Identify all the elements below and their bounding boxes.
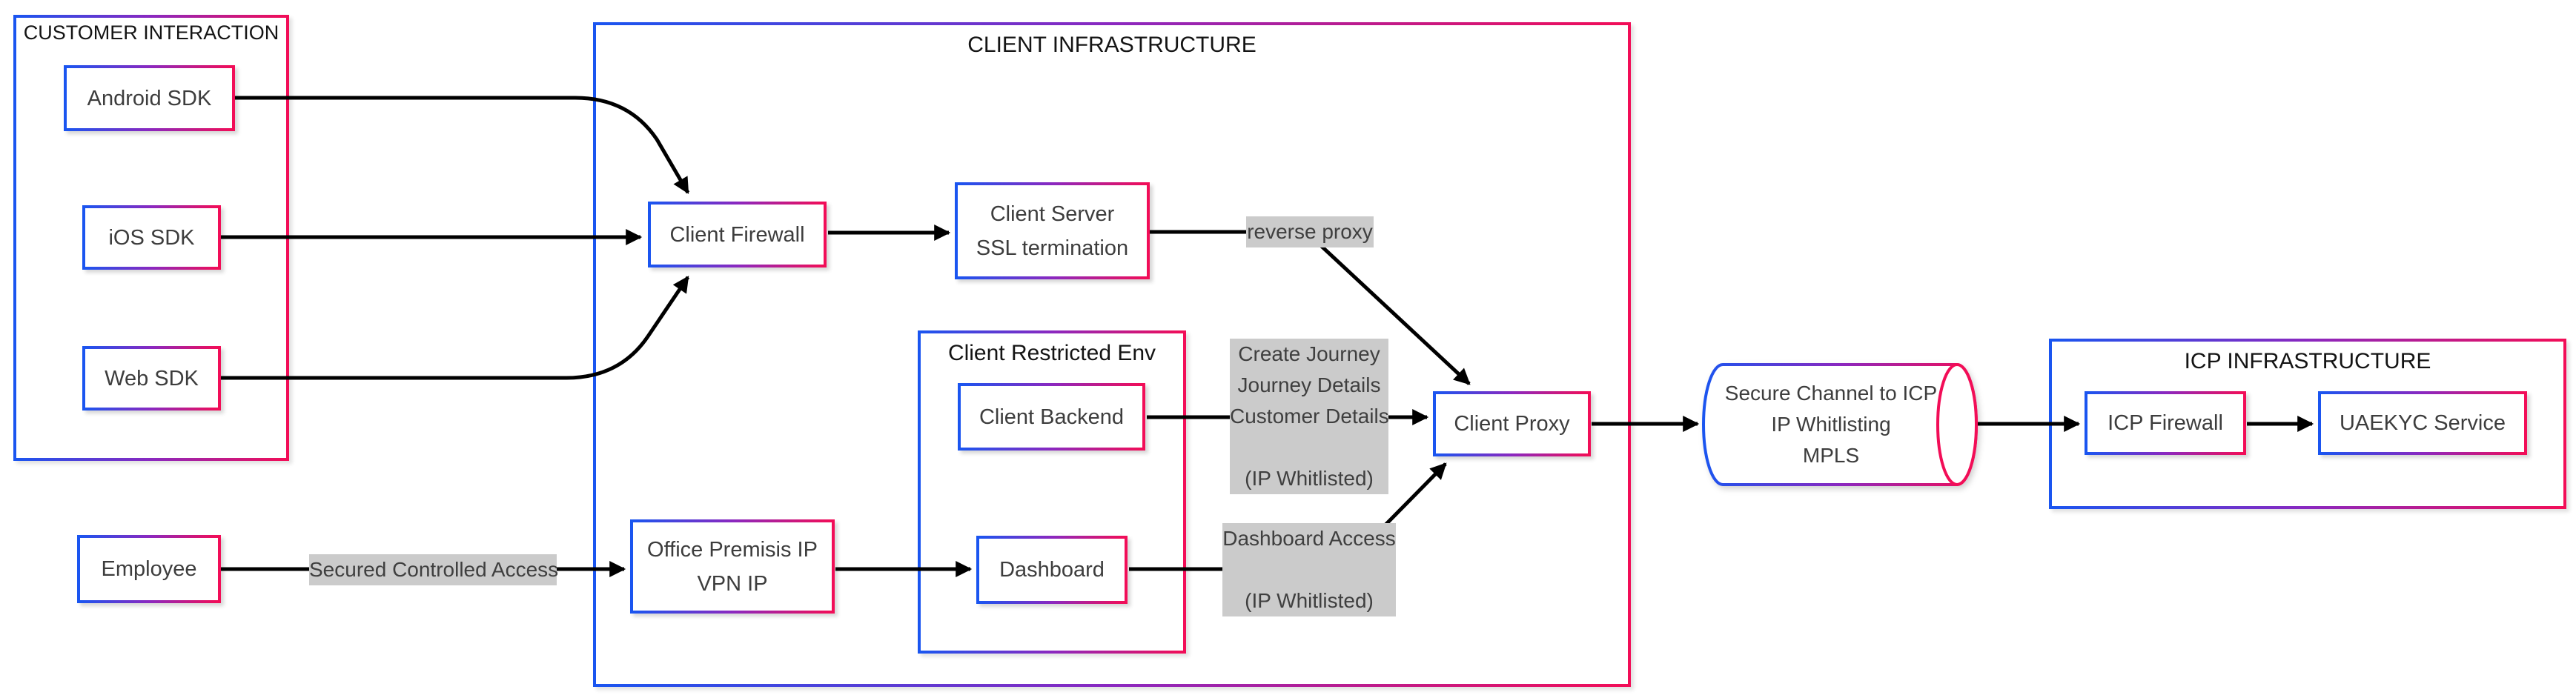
node-dashboard: Dashboard bbox=[976, 536, 1128, 604]
reverse-proxy-label: reverse proxy bbox=[1246, 216, 1374, 247]
node-label: Client Firewall bbox=[669, 222, 805, 247]
icp-infrastructure-title: ICP INFRASTRUCTURE bbox=[2184, 349, 2431, 373]
node-label: Dashboard bbox=[999, 558, 1105, 582]
customer-interaction-title: CUSTOMER INTERACTION bbox=[23, 21, 279, 44]
node-android-sdk: Android SDK bbox=[64, 65, 235, 131]
secure-channel-text: Secure Channel to ICP IP Whitlisting MPL… bbox=[1712, 378, 1950, 471]
dashboard-access-label: Dashboard Access (IP Whitlisted) bbox=[1222, 523, 1396, 616]
edge-web-to-firewall bbox=[221, 276, 690, 380]
create-journey-row: Journey Details bbox=[1237, 373, 1381, 396]
secure-channel-cylinder bbox=[1702, 363, 1978, 486]
node-client-backend: Client Backend bbox=[958, 383, 1145, 451]
client-infrastructure-title: CLIENT INFRASTRUCTURE bbox=[967, 33, 1256, 57]
cylinder-end-cap bbox=[1936, 363, 1978, 486]
node-ios-sdk: iOS SDK bbox=[82, 205, 221, 270]
secured-controlled-access-label: Secured Controlled Access bbox=[309, 554, 558, 585]
node-label: UAEKYC Service bbox=[2339, 411, 2506, 435]
node-label: Android SDK bbox=[87, 86, 212, 110]
node-label-line: SSL termination bbox=[976, 236, 1129, 260]
node-client-firewall: Client Firewall bbox=[648, 202, 827, 267]
node-label: Client Backend bbox=[979, 405, 1125, 429]
node-label-line: Client Server bbox=[990, 202, 1115, 226]
node-label: ICP Firewall bbox=[2108, 411, 2223, 435]
node-label-line: VPN IP bbox=[697, 571, 768, 596]
node-label-line: Office Premisis IP bbox=[647, 537, 818, 562]
create-journey-row: (IP Whitlisted) bbox=[1245, 467, 1374, 490]
client-restricted-env-title: Client Restricted Env bbox=[947, 341, 1156, 365]
dashboard-access-row bbox=[1222, 554, 1396, 585]
node-label: iOS SDK bbox=[108, 225, 195, 250]
node-employee: Employee bbox=[77, 535, 221, 603]
node-uaekyc-service: UAEKYC Service bbox=[2318, 391, 2527, 455]
node-icp-firewall: ICP Firewall bbox=[2085, 391, 2246, 455]
secure-channel-row: MPLS bbox=[1802, 444, 1860, 467]
node-client-server-ssl-termination: Client Server SSL termination bbox=[955, 182, 1150, 279]
secure-channel-row: Secure Channel to ICP bbox=[1724, 382, 1938, 405]
secure-channel-row: IP Whitlisting bbox=[1771, 413, 1891, 436]
dashboard-access-row: (IP Whitlisted) bbox=[1245, 589, 1374, 612]
node-label: Web SDK bbox=[105, 366, 199, 390]
create-journey-label: Create Journey Journey Details Customer … bbox=[1230, 339, 1389, 494]
edge-android-to-firewall bbox=[235, 96, 690, 194]
node-web-sdk: Web SDK bbox=[82, 346, 221, 411]
node-label: Employee bbox=[101, 557, 197, 581]
create-journey-row bbox=[1230, 432, 1388, 463]
create-journey-row: Create Journey bbox=[1238, 342, 1380, 365]
node-office-premisis-vpn-ip: Office Premisis IP VPN IP bbox=[630, 519, 835, 614]
node-client-proxy: Client Proxy bbox=[1433, 391, 1591, 456]
dashboard-access-row: Dashboard Access bbox=[1222, 527, 1396, 550]
create-journey-row: Customer Details bbox=[1230, 405, 1389, 428]
node-label: Client Proxy bbox=[1454, 412, 1570, 436]
